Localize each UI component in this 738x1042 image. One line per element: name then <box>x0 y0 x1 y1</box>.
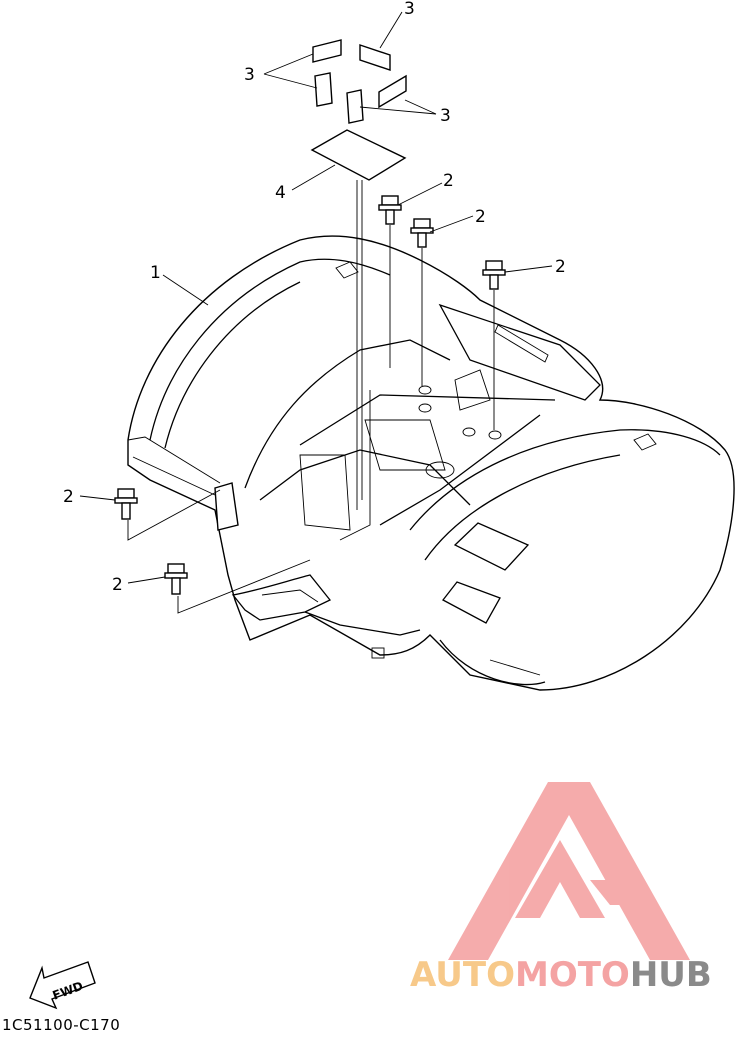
decal-parts <box>312 39 407 124</box>
callout-3c: 3 <box>440 106 451 126</box>
bolt-icon <box>378 195 402 225</box>
fwd-arrow: FWD <box>29 961 96 1010</box>
callout-4: 4 <box>275 183 286 203</box>
callout-2c: 2 <box>555 257 566 277</box>
watermark-moto: MOTO <box>515 955 630 995</box>
bolt-icon <box>410 218 434 248</box>
bolt-icon <box>164 563 188 595</box>
watermark-hub: HUB <box>630 955 712 995</box>
watermark-text: AUTOMOTOHUB <box>410 955 712 995</box>
callout-2a: 2 <box>443 171 454 191</box>
decal-3-mid-right <box>378 74 407 109</box>
bolt-icon <box>482 260 506 290</box>
callout-2b: 2 <box>475 207 486 227</box>
decal-3-mid-left <box>314 72 333 107</box>
decal-3-center <box>346 89 364 124</box>
watermark-logo-icon <box>448 782 690 960</box>
sheet-part-4 <box>310 129 407 181</box>
decal-3-top-right <box>359 44 391 71</box>
decal-3-top-left <box>312 39 342 63</box>
callout-3b: 3 <box>244 65 255 85</box>
leader-lines <box>127 180 495 614</box>
rear-fender-part-1 <box>127 235 735 691</box>
bolts-part-2 <box>114 195 506 595</box>
callout-2d: 2 <box>63 487 74 507</box>
callout-3a: 3 <box>404 0 415 19</box>
callout-2e: 2 <box>112 575 123 595</box>
watermark-auto: AUTO <box>410 955 515 995</box>
bolt-icon <box>114 488 138 520</box>
diagram-part-code: 1C51100-C170 <box>2 1016 121 1034</box>
callout-1: 1 <box>150 263 161 283</box>
callouts: 3 3 3 4 2 2 2 1 2 2 <box>63 0 566 595</box>
